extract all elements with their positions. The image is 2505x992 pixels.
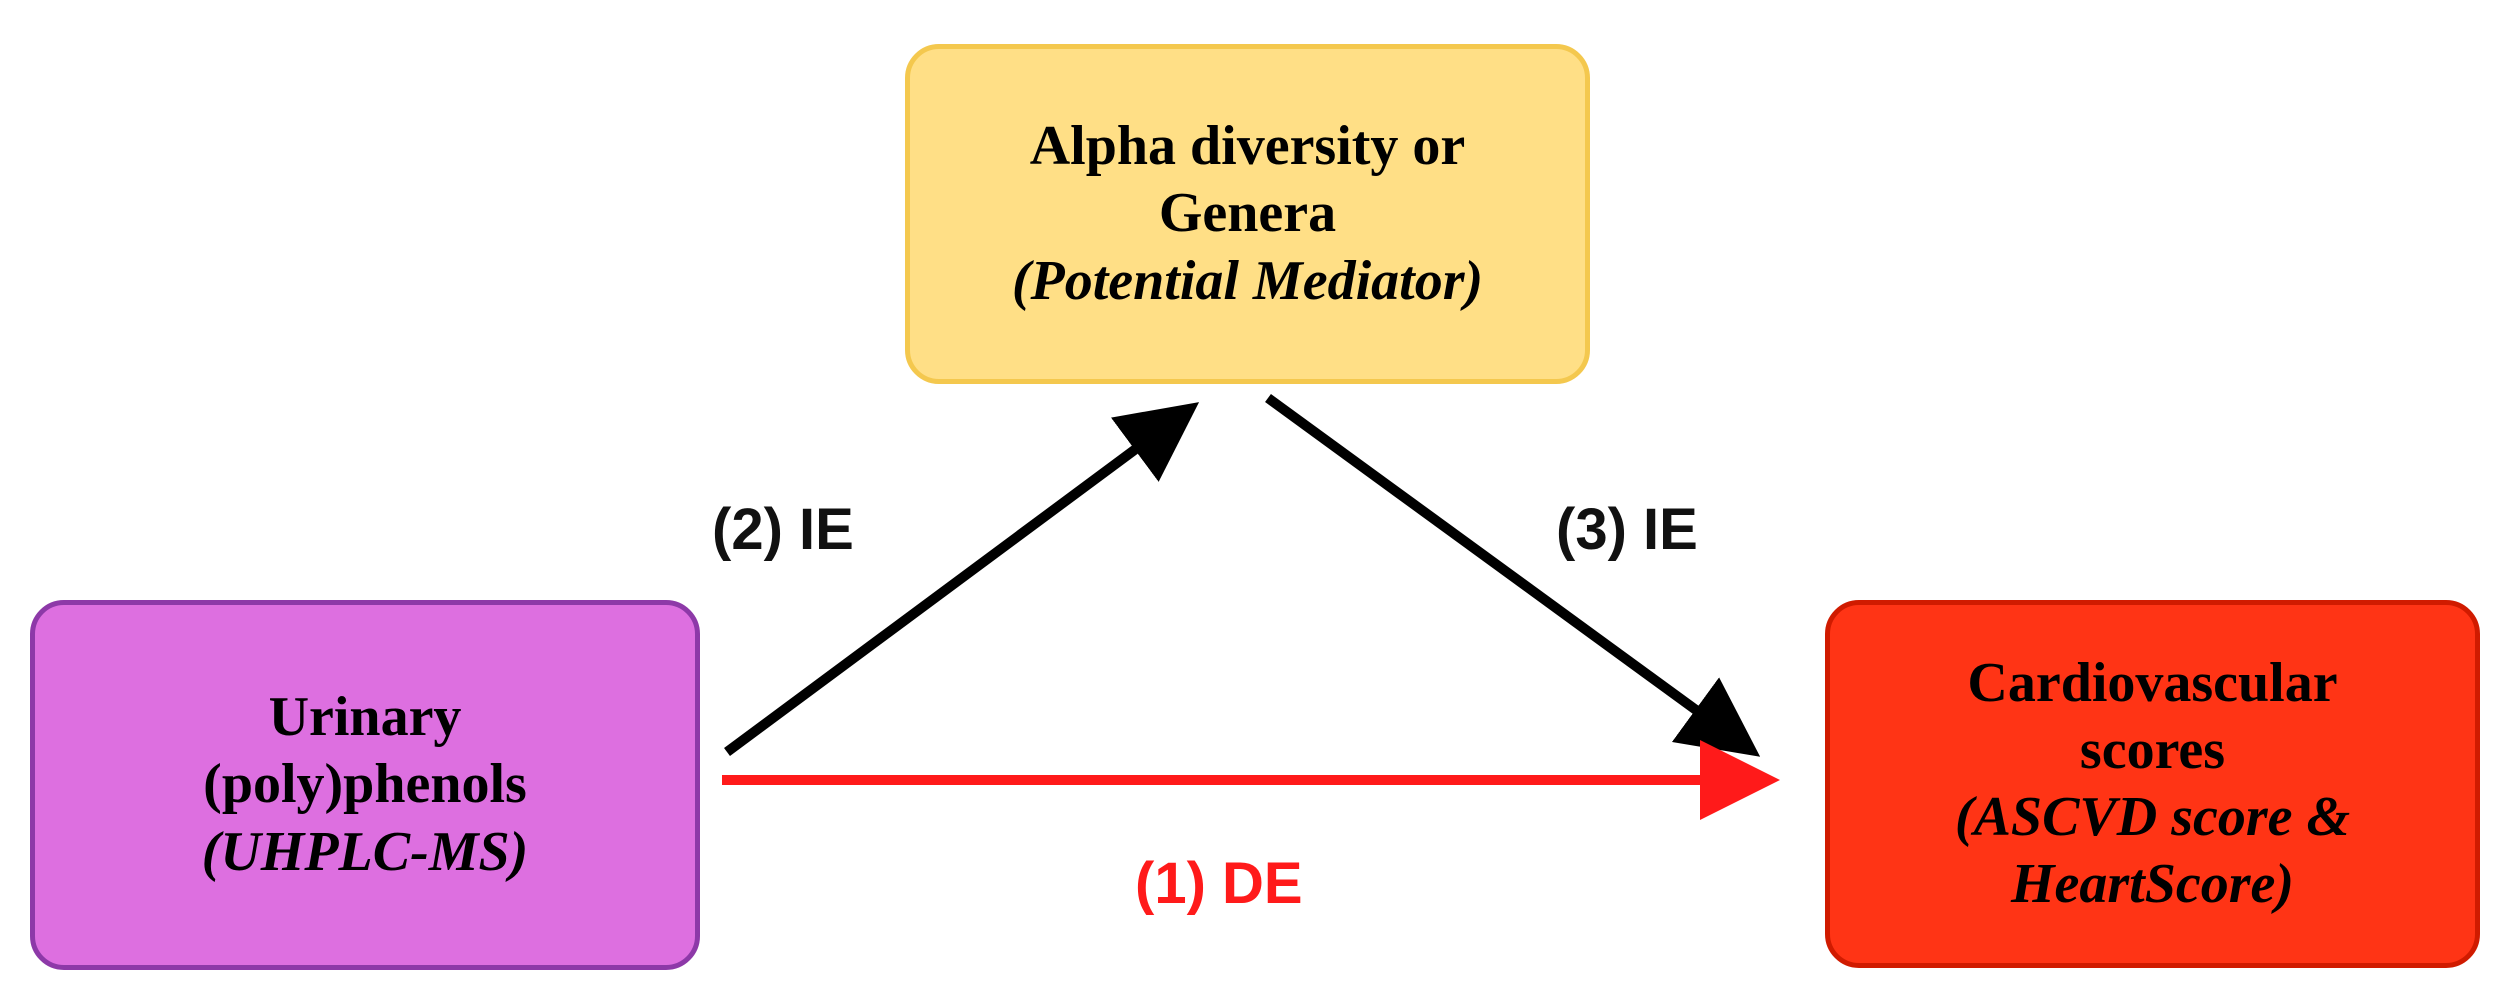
arrow-exposure-to-mediator xyxy=(724,402,1200,757)
outcome-title-line-1: Cardiovascular xyxy=(1967,651,2338,714)
mediator-box: Alpha diversity or Genera (Potential Med… xyxy=(905,44,1590,384)
indirect-effect-label-a: (2) IE xyxy=(712,497,854,562)
arrow-mediator-to-outcome xyxy=(1265,393,1761,757)
indirect-effect-label-b: (3) IE xyxy=(1556,497,1698,562)
mediator-title-line-1: Alpha diversity or xyxy=(1029,115,1466,178)
exposure-box: Urinary (poly)phenols (UHPLC-MS) xyxy=(30,600,700,970)
outcome-detail-line-2: HeartScore) xyxy=(2010,853,2295,916)
mediator-role: (Potential Mediator) xyxy=(1011,249,1484,312)
exposure-method: (UHPLC-MS) xyxy=(201,820,529,883)
direct-effect-label: (1) DE xyxy=(1135,851,1303,916)
exposure-title-line-1: Urinary xyxy=(268,686,462,749)
outcome-detail-line-1: (ASCVD score & xyxy=(1954,786,2351,848)
exposure-title-line-2: (poly)phenols xyxy=(203,753,527,816)
outcome-title-line-2: scores xyxy=(2079,718,2226,781)
mediator-title-line-2: Genera xyxy=(1158,182,1337,245)
outcome-box: Cardiovascular scores (ASCVD score & Hea… xyxy=(1825,600,2480,968)
